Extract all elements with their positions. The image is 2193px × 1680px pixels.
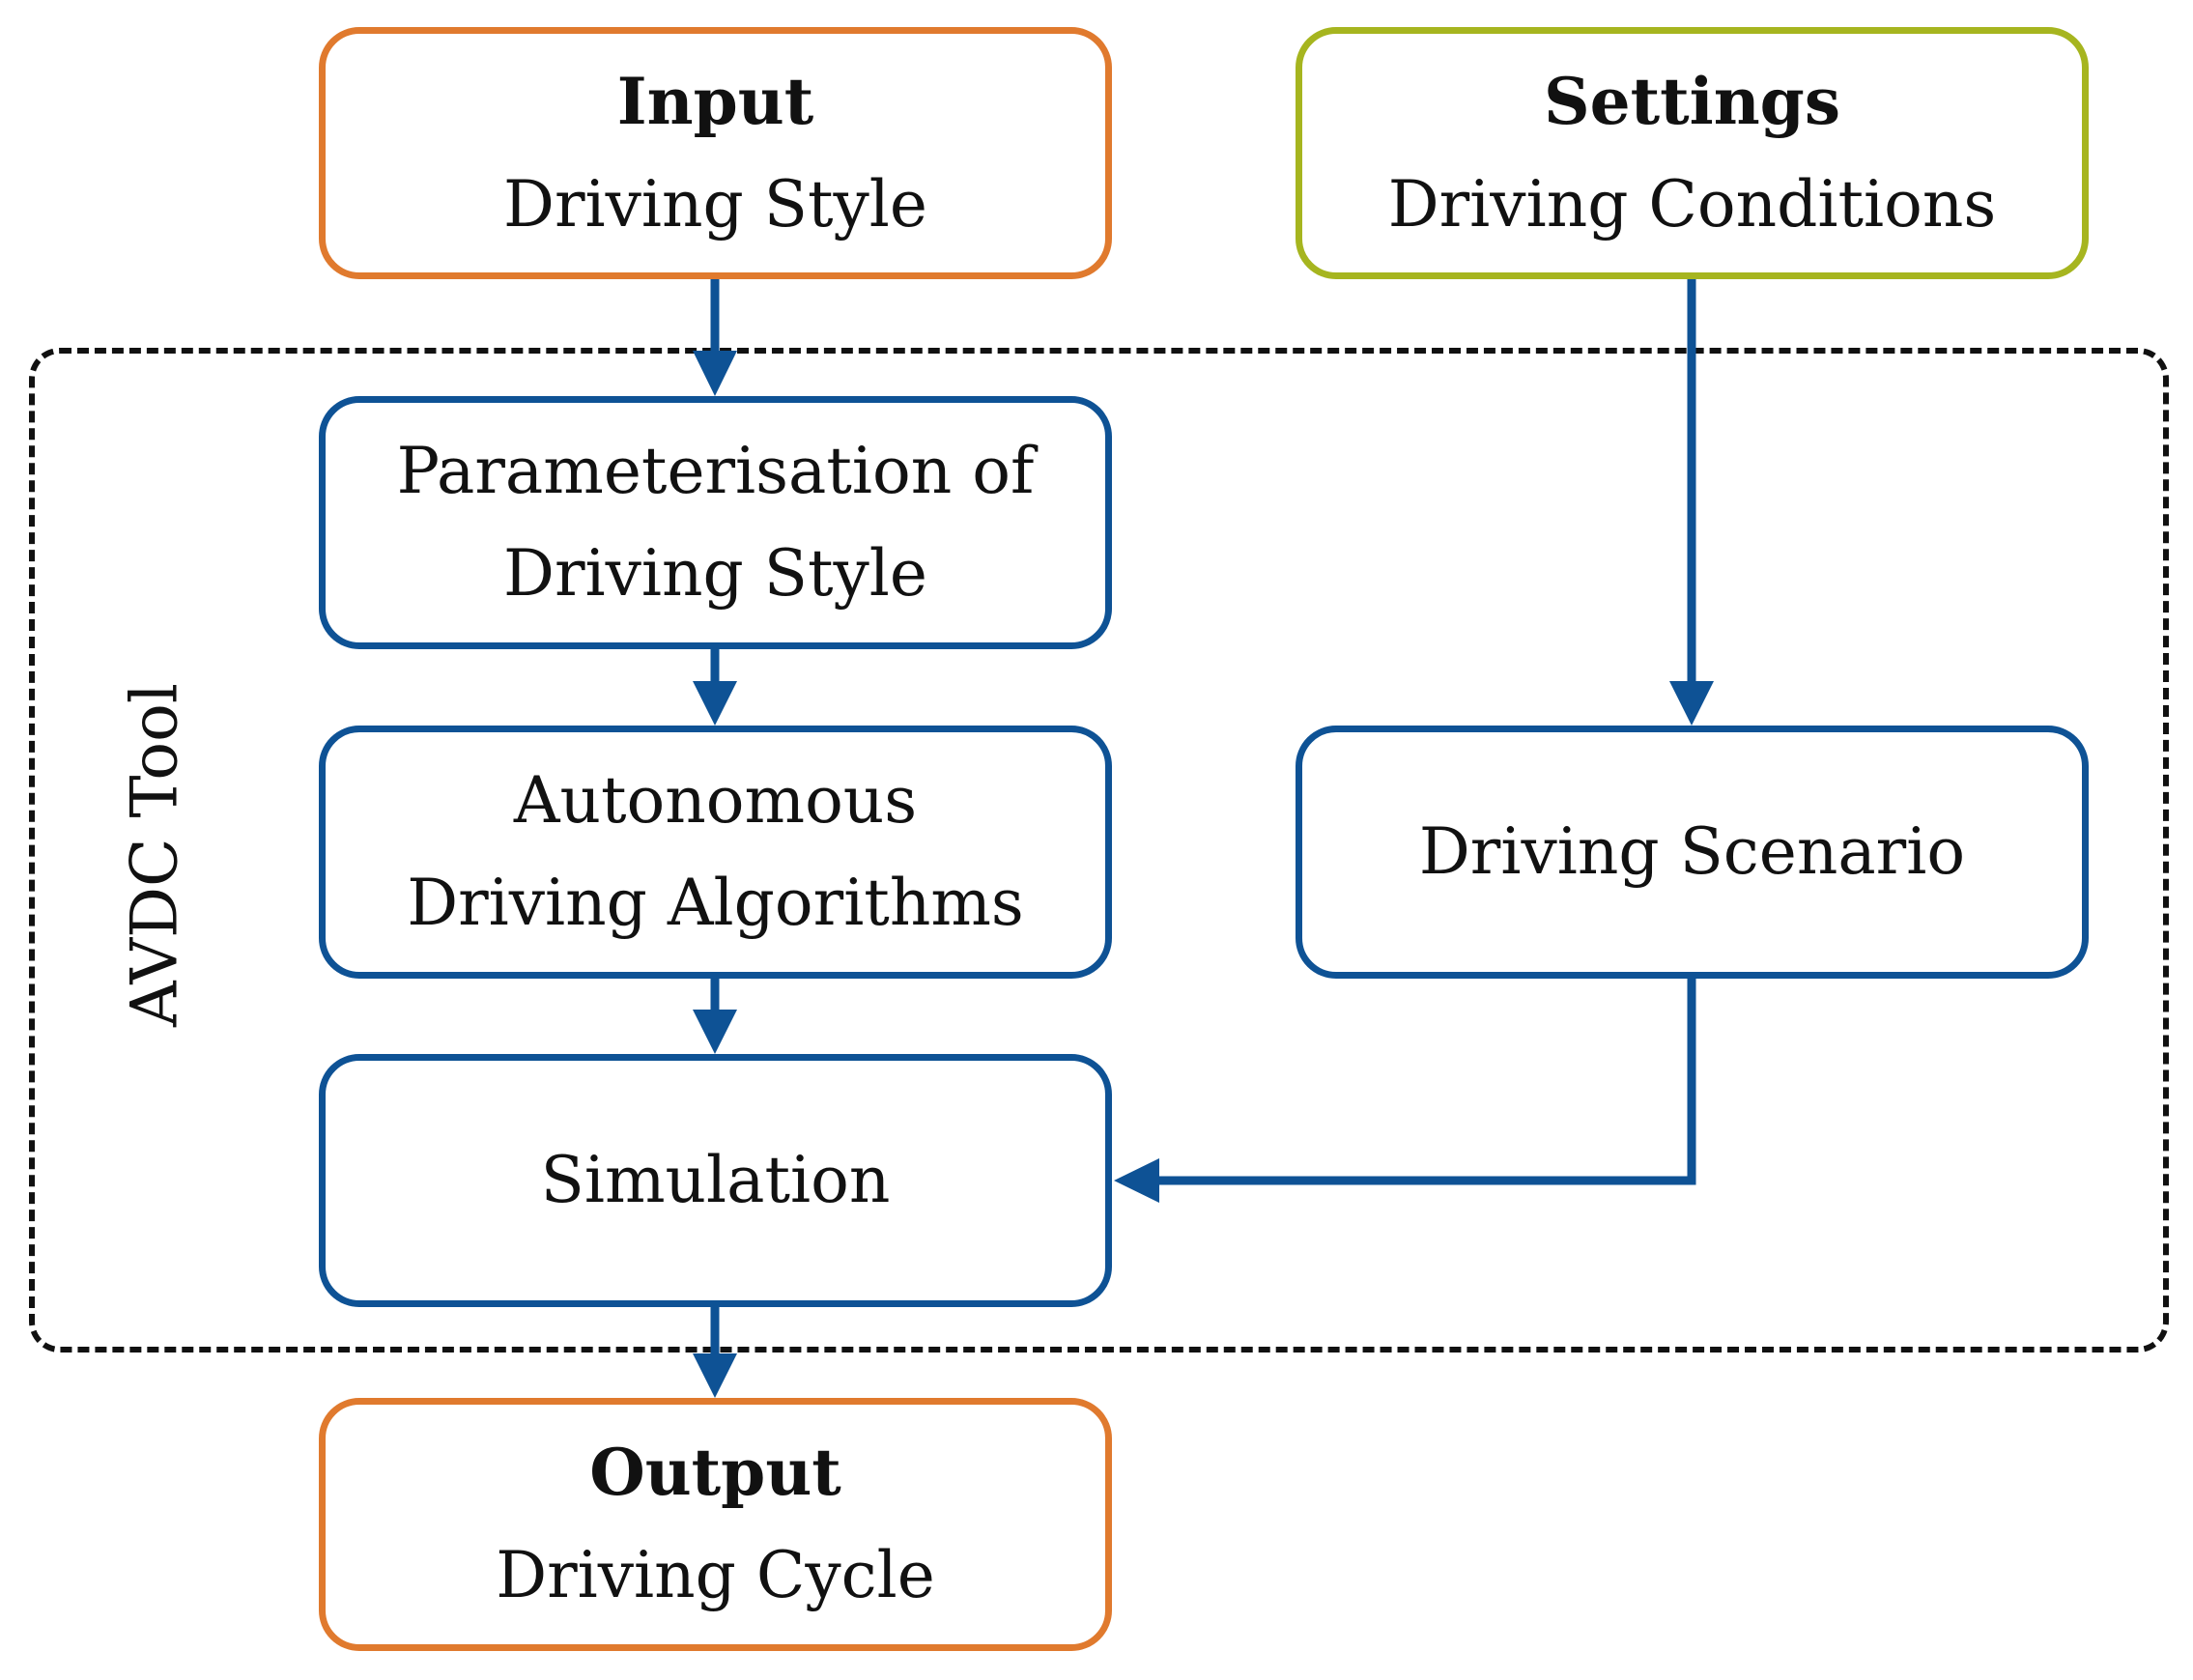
arrow-param-to-algo-head xyxy=(693,681,737,726)
algorithms-box: Autonomous Driving Algorithms xyxy=(319,726,1112,979)
parameterisation-box: Parameterisation of Driving Style xyxy=(319,396,1112,649)
algorithms-line-1: Autonomous xyxy=(513,763,918,839)
parameterisation-line-2: Driving Style xyxy=(503,536,927,611)
arrow-scenario-to-sim-line xyxy=(1154,979,1696,1185)
input-title: Input xyxy=(616,63,814,139)
settings-text: Driving Conditions xyxy=(1387,166,1997,242)
output-box: Output Driving Cycle xyxy=(319,1398,1112,1651)
arrow-input-to-param-head xyxy=(693,351,737,396)
scenario-text: Driving Scenario xyxy=(1418,814,1966,890)
scenario-box: Driving Scenario xyxy=(1296,726,2089,979)
parameterisation-line-1: Parameterisation of xyxy=(396,434,1035,509)
input-text: Driving Style xyxy=(503,166,927,242)
arrow-settings-to-scenario-head xyxy=(1669,681,1714,726)
simulation-box: Simulation xyxy=(319,1054,1112,1307)
algorithms-line-2: Driving Algorithms xyxy=(407,866,1024,940)
settings-box: Settings Driving Conditions xyxy=(1296,27,2089,279)
arrow-algo-to-sim-head xyxy=(693,1010,737,1054)
output-title: Output xyxy=(589,1435,841,1511)
settings-title: Settings xyxy=(1544,63,1840,139)
arrow-sim-to-output-head xyxy=(693,1353,737,1398)
arrow-scenario-to-sim-head xyxy=(1114,1158,1159,1203)
output-text: Driving Cycle xyxy=(496,1538,935,1612)
simulation-text: Simulation xyxy=(540,1143,891,1218)
avdc-tool-frame xyxy=(29,348,2169,1353)
input-box: Input Driving Style xyxy=(319,27,1112,279)
